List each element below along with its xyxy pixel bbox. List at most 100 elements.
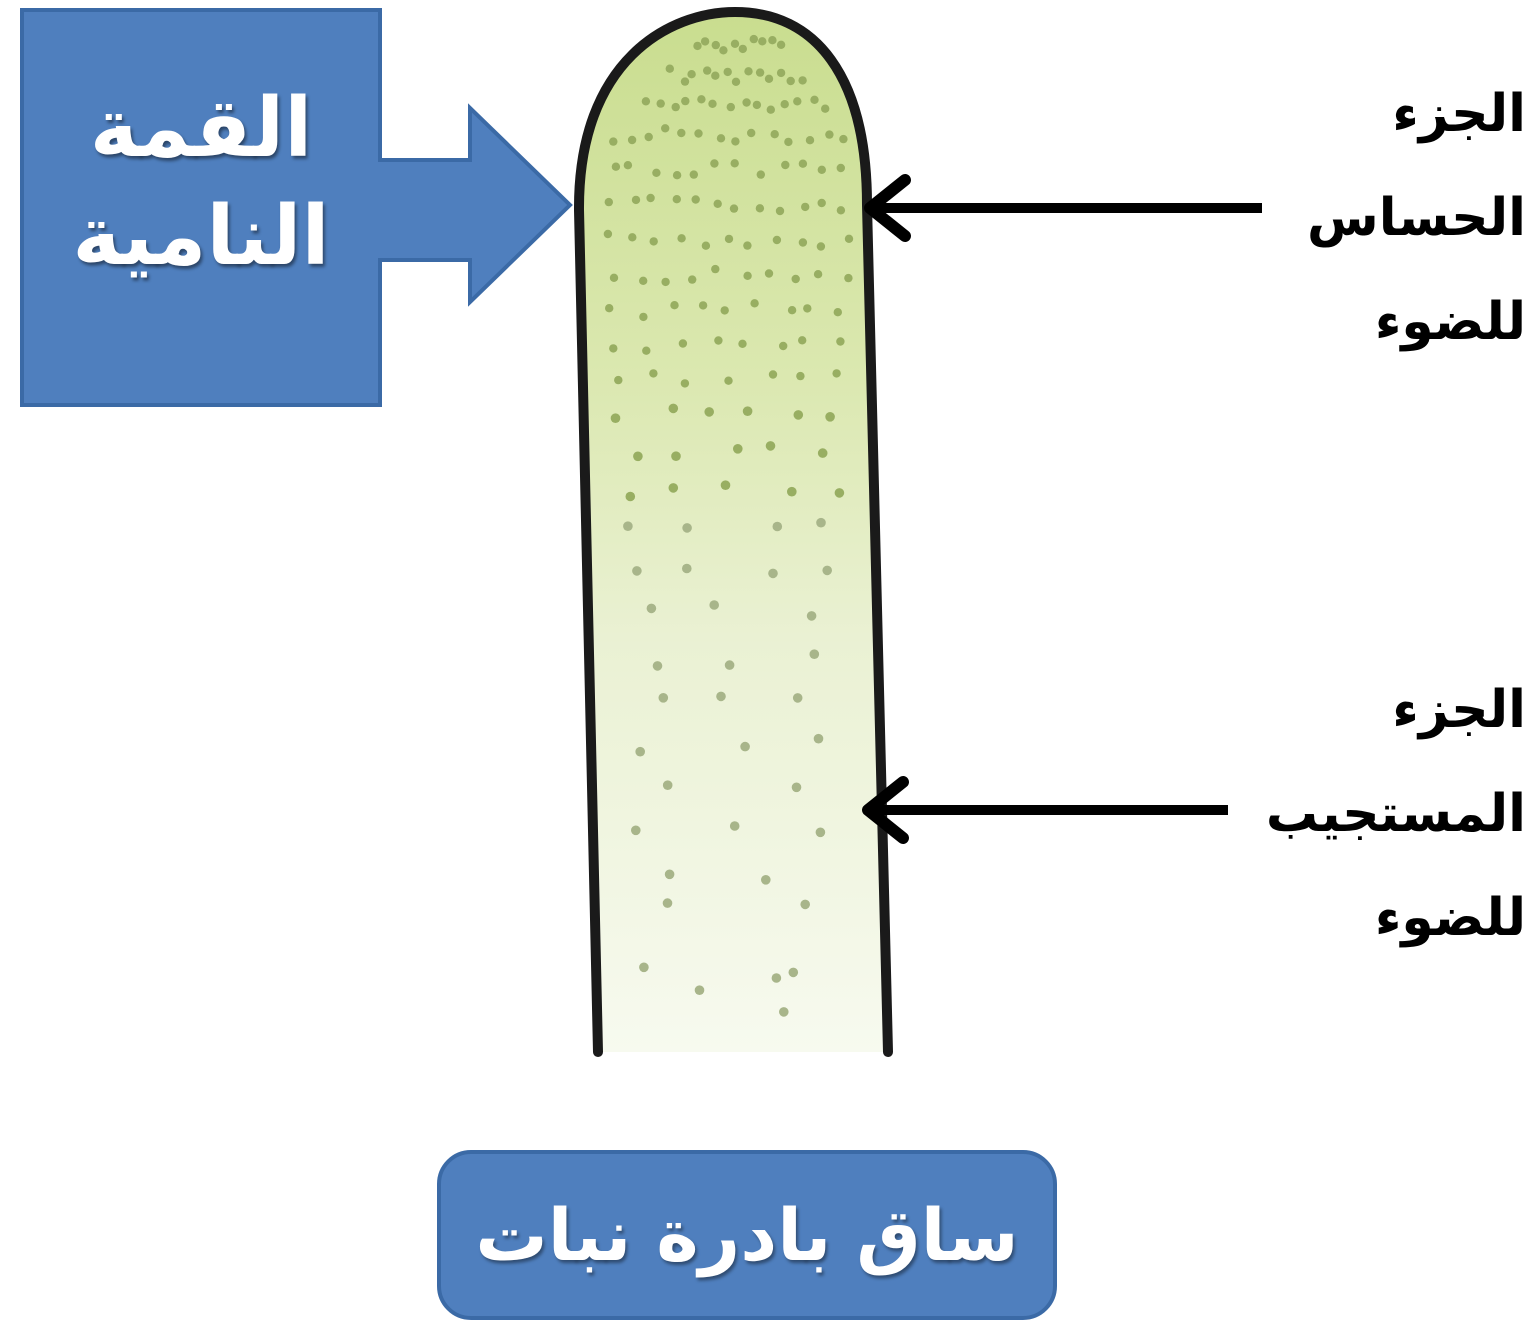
stem-dot — [818, 199, 826, 207]
stem-dot — [661, 124, 669, 132]
stem-dot — [688, 275, 696, 283]
stem-dot — [821, 105, 829, 113]
stem-dot — [776, 207, 784, 215]
stem-dot — [704, 407, 714, 417]
stem-dot — [671, 451, 681, 461]
stem-dot — [646, 194, 654, 202]
stem-dot — [787, 487, 797, 497]
stem-dot — [732, 78, 740, 86]
stem-dot — [604, 230, 612, 238]
stem-dot — [779, 342, 787, 350]
stem-dot — [733, 444, 743, 454]
stem-dot — [837, 164, 845, 172]
growing-tip-label: القمة النامية — [22, 75, 380, 291]
stem-dot — [727, 103, 735, 111]
stem-dot — [781, 161, 789, 169]
stem-dot — [803, 304, 811, 312]
stem-dot — [712, 41, 720, 49]
stem-dot — [653, 661, 663, 671]
stem-dot — [773, 522, 783, 532]
stem-dot — [673, 171, 681, 179]
stem-dot — [800, 900, 810, 910]
stem-dot — [743, 272, 751, 280]
stem-dot — [609, 137, 617, 145]
stem-dot — [837, 206, 845, 214]
stem-dot — [750, 299, 758, 307]
stem-dot — [677, 234, 685, 242]
stem-dot — [661, 278, 669, 286]
stem-dot — [739, 45, 747, 53]
stem-dot — [772, 973, 782, 983]
stem-dot — [694, 129, 702, 137]
stem-dot — [832, 369, 840, 377]
stem-dot — [814, 270, 822, 278]
stem-dot — [681, 97, 689, 105]
stem-dot — [709, 600, 719, 610]
stem-dot — [822, 566, 832, 576]
stem-dot — [699, 301, 707, 309]
stem-dot — [816, 828, 826, 838]
stem-dot — [611, 413, 621, 423]
stem-dot — [659, 693, 669, 703]
stem-dot — [731, 159, 739, 167]
stem-dot — [781, 100, 789, 108]
stem-dot — [632, 566, 642, 576]
stem-dot — [711, 265, 719, 273]
stem-dot — [738, 340, 746, 348]
stem-dot — [628, 233, 636, 241]
stem-dot — [744, 67, 752, 75]
stem-dot — [666, 65, 674, 73]
stem-dot — [626, 492, 636, 502]
stem-dot — [721, 480, 731, 490]
stem-dot — [714, 200, 722, 208]
stem-dot — [614, 376, 622, 384]
stem-dot — [750, 35, 758, 43]
stem-dot — [753, 101, 761, 109]
sensitive-label-line2: الحساس — [1246, 166, 1526, 270]
stem-dot — [628, 136, 636, 144]
stem-dot — [730, 821, 740, 831]
stem-dot — [740, 742, 750, 752]
stem-dot — [799, 238, 807, 246]
stem-dot — [836, 337, 844, 345]
stem-dot — [794, 410, 804, 420]
stem-dot — [730, 204, 738, 212]
stem-dot — [632, 196, 640, 204]
stem-dot — [771, 130, 779, 138]
stem-dot — [731, 137, 739, 145]
stem-dot — [757, 170, 765, 178]
stem-dot — [642, 347, 650, 355]
responsive-part-arrow — [868, 782, 1228, 838]
stem-dot — [639, 963, 649, 973]
stem-dot — [756, 68, 764, 76]
stem-dot — [679, 339, 687, 347]
stem-dot — [609, 344, 617, 352]
stem-dot — [677, 129, 685, 137]
stem-dot — [649, 369, 657, 377]
stem-dot — [635, 747, 645, 757]
stem-dot — [798, 336, 806, 344]
stem-dot — [657, 99, 665, 107]
stem-dot — [633, 452, 643, 462]
stem-dot — [788, 306, 796, 314]
stem-dot — [835, 488, 845, 498]
growing-tip-label-line1: القمة — [22, 75, 380, 183]
stem-dot — [777, 41, 785, 49]
stem-dot — [645, 133, 653, 141]
sensitive-label-line3: للضوء — [1246, 270, 1526, 374]
stem-dot — [798, 76, 806, 84]
stem-dot — [789, 968, 799, 978]
stem-dot — [693, 42, 701, 50]
stem-dot — [814, 734, 824, 744]
stem-dot — [681, 77, 689, 85]
stem-dot — [716, 692, 726, 702]
caption-text: ساق بادرة نبات — [475, 1193, 1018, 1277]
stem-dot — [767, 106, 775, 114]
stem-dot — [682, 523, 692, 533]
stem-dot — [610, 274, 618, 282]
stem-dot — [784, 138, 792, 146]
stem-dot — [665, 870, 675, 880]
stem-dot — [717, 134, 725, 142]
stem-dot — [756, 204, 764, 212]
stem-dot — [624, 161, 632, 169]
